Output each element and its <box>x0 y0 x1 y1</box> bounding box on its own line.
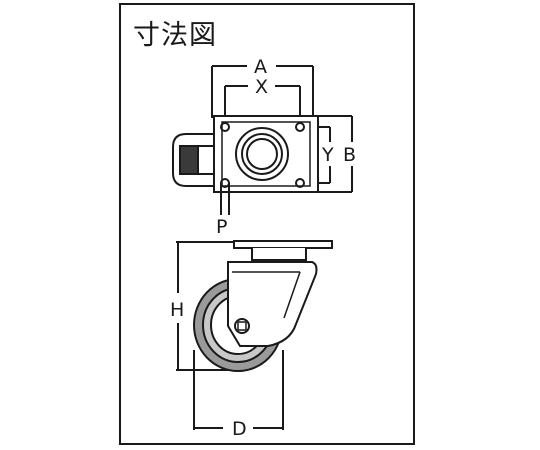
label-y: Y <box>321 144 334 166</box>
label-x: X <box>255 76 268 98</box>
dimension-a <box>211 65 314 118</box>
side-view-axle <box>234 318 250 334</box>
side-view-fork <box>227 261 318 347</box>
side-view <box>176 240 333 430</box>
top-view-wheel-housing <box>172 133 214 187</box>
label-p: P <box>216 216 227 238</box>
diagram-title: 寸法図 <box>133 20 217 51</box>
dimension-d <box>193 350 284 430</box>
dimension-b <box>318 115 353 193</box>
label-h: H <box>170 299 184 321</box>
top-view <box>172 65 353 215</box>
top-view-center-hub <box>235 127 289 181</box>
dimension-h <box>176 241 234 371</box>
label-b: B <box>343 144 356 166</box>
diagram-frame: 寸法図 <box>119 3 415 445</box>
label-d: D <box>232 418 247 440</box>
side-view-top-plate <box>233 240 333 249</box>
dimension-x <box>224 85 301 116</box>
side-view-swivel-body <box>251 248 307 261</box>
label-a: A <box>254 56 267 78</box>
dimension-p <box>220 183 230 215</box>
